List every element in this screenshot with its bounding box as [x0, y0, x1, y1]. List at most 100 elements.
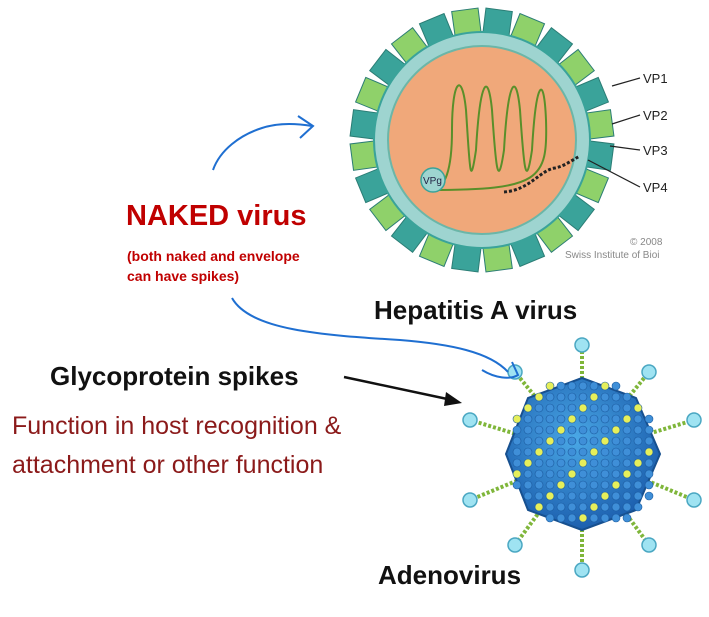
hexon-dot	[633, 480, 643, 490]
hexon-dot	[589, 414, 599, 424]
hexon-dot	[523, 403, 533, 413]
hexon-dot	[556, 392, 566, 402]
hexon-dot	[578, 392, 588, 402]
hexon-dot	[611, 381, 621, 391]
hexon-dot	[622, 480, 632, 490]
copyright-org: Swiss Institute of Bioi	[565, 250, 659, 261]
hexon-dot	[545, 392, 555, 402]
hexon-dot	[523, 491, 533, 501]
hexon-dot	[545, 458, 555, 468]
hexon-dot	[622, 458, 632, 468]
leader-vp2	[611, 114, 641, 125]
hexon-dot	[600, 458, 610, 468]
hexon-dot	[567, 480, 577, 490]
hexon-dot	[545, 469, 555, 479]
hexon-dot	[523, 436, 533, 446]
hexon-dot	[556, 469, 566, 479]
hexon-dot	[589, 491, 599, 501]
hexon-dot	[578, 403, 588, 413]
hexon-dot	[622, 392, 632, 402]
hexon-dot	[644, 458, 654, 468]
hexon-dot	[523, 425, 533, 435]
hexon-dot	[589, 381, 599, 391]
hexon-dot	[578, 447, 588, 457]
hexon-dot	[633, 403, 643, 413]
hexon-dot	[545, 513, 555, 523]
spike-knob	[686, 412, 702, 428]
hexon-dot	[545, 502, 555, 512]
spike-knob	[574, 337, 590, 353]
spike-function-text: Function in host recognition & attachmen…	[12, 407, 442, 485]
hexon-dot	[556, 491, 566, 501]
spike-knob	[574, 562, 590, 578]
hexon-dot	[578, 502, 588, 512]
hexon-dot	[545, 403, 555, 413]
adenovirus-hexon-pattern	[512, 381, 654, 523]
hexon-dot	[633, 469, 643, 479]
hexon-dot	[611, 491, 621, 501]
spike-fiber	[469, 418, 583, 456]
pen-arrowhead-hepatitis	[297, 115, 315, 139]
hexon-dot	[534, 502, 544, 512]
hexon-dot	[556, 447, 566, 457]
hexon-dot	[523, 458, 533, 468]
hexon-dot	[622, 414, 632, 424]
hexon-dot	[578, 513, 588, 523]
hexon-dot	[534, 458, 544, 468]
hexon-dot	[611, 392, 621, 402]
hexon-dot	[589, 403, 599, 413]
hexon-dot	[567, 447, 577, 457]
hexon-dot	[644, 414, 654, 424]
hexon-dot	[545, 480, 555, 490]
spike-knob	[462, 412, 478, 428]
hexon-dot	[567, 436, 577, 446]
hexon-dot	[512, 469, 522, 479]
hexon-dot	[589, 480, 599, 490]
vp4-label: VP4	[643, 180, 668, 195]
hexon-dot	[578, 436, 588, 446]
hexon-dot	[600, 392, 610, 402]
spike-knob	[641, 537, 657, 553]
hexon-dot	[589, 513, 599, 523]
hexon-dot	[534, 447, 544, 457]
hexon-dot	[633, 425, 643, 435]
hexon-dot	[512, 425, 522, 435]
hexon-dot	[578, 480, 588, 490]
hexon-dot	[622, 403, 632, 413]
virus-core	[387, 45, 577, 235]
hexon-dot	[578, 381, 588, 391]
function-line-2: attachment or other function	[12, 451, 324, 479]
hexon-dot	[556, 403, 566, 413]
pen-arrow-to-adenovirus	[231, 297, 509, 373]
hexon-dot	[622, 436, 632, 446]
leader-vp1	[611, 77, 641, 87]
hexon-dot	[534, 480, 544, 490]
naked-note-line-2: can have spikes)	[127, 268, 240, 284]
hexon-dot	[611, 403, 621, 413]
naked-note-line-1: (both naked and envelope	[127, 248, 300, 264]
hexon-dot	[556, 513, 566, 523]
hexon-dot	[567, 458, 577, 468]
hexon-dot	[545, 491, 555, 501]
hexon-dot	[622, 491, 632, 501]
pen-arrowhead-adenovirus	[481, 361, 520, 379]
hexon-dot	[600, 513, 610, 523]
hexon-dot	[611, 502, 621, 512]
spike-fiber	[581, 418, 695, 456]
hexon-dot	[556, 425, 566, 435]
glycoprotein-spikes-title: Glycoprotein spikes	[50, 361, 299, 391]
hexon-dot	[567, 491, 577, 501]
hexon-dot	[512, 447, 522, 457]
hexon-dot	[578, 491, 588, 501]
spike-knob	[641, 364, 657, 380]
hexon-dot	[567, 414, 577, 424]
hexon-dot	[644, 480, 654, 490]
hexon-dot	[600, 403, 610, 413]
hexon-dot	[633, 436, 643, 446]
spike-pointer-arrow	[343, 375, 453, 402]
hexon-dot	[545, 414, 555, 424]
hexon-dot	[556, 414, 566, 424]
hexon-dot	[611, 436, 621, 446]
hexon-dot	[567, 513, 577, 523]
